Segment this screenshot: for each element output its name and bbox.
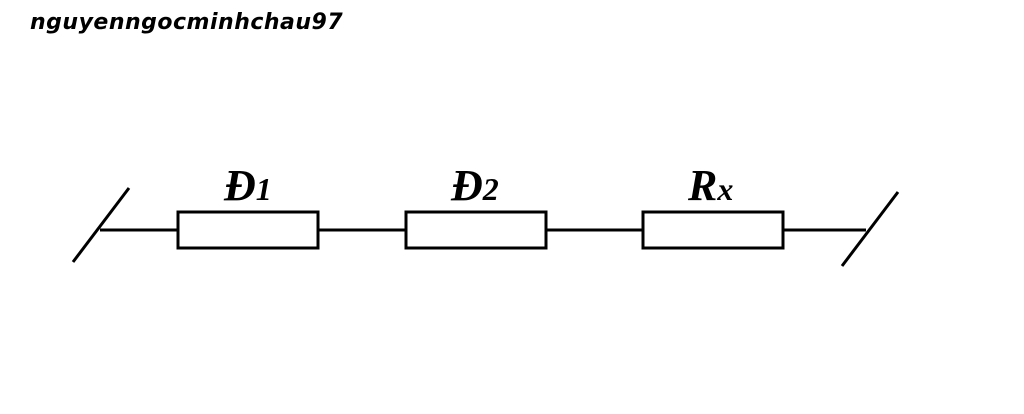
resistor-rx-box: [641, 210, 785, 250]
lamp-d1-letter: Đ: [223, 161, 256, 210]
lamp-d1-label: Đ1: [223, 161, 272, 210]
author-watermark: nguyenngocminhchau97: [30, 10, 344, 35]
resistor-rx-label: Rx: [687, 161, 733, 210]
right-terminal: [840, 191, 900, 267]
left-terminal: [71, 187, 131, 263]
lamp-d2-subscript: 2: [482, 171, 499, 207]
resistor-rx-subscript: x: [716, 171, 733, 207]
lamp-d1-subscript: 1: [256, 171, 272, 207]
lamp-d2-letter: Đ: [450, 161, 483, 210]
lamp-d2-box: [404, 210, 548, 250]
lamp-d2-label: Đ2: [450, 161, 499, 210]
resistor-rx-letter: R: [687, 161, 717, 210]
lamp-d1-box: [176, 210, 320, 250]
